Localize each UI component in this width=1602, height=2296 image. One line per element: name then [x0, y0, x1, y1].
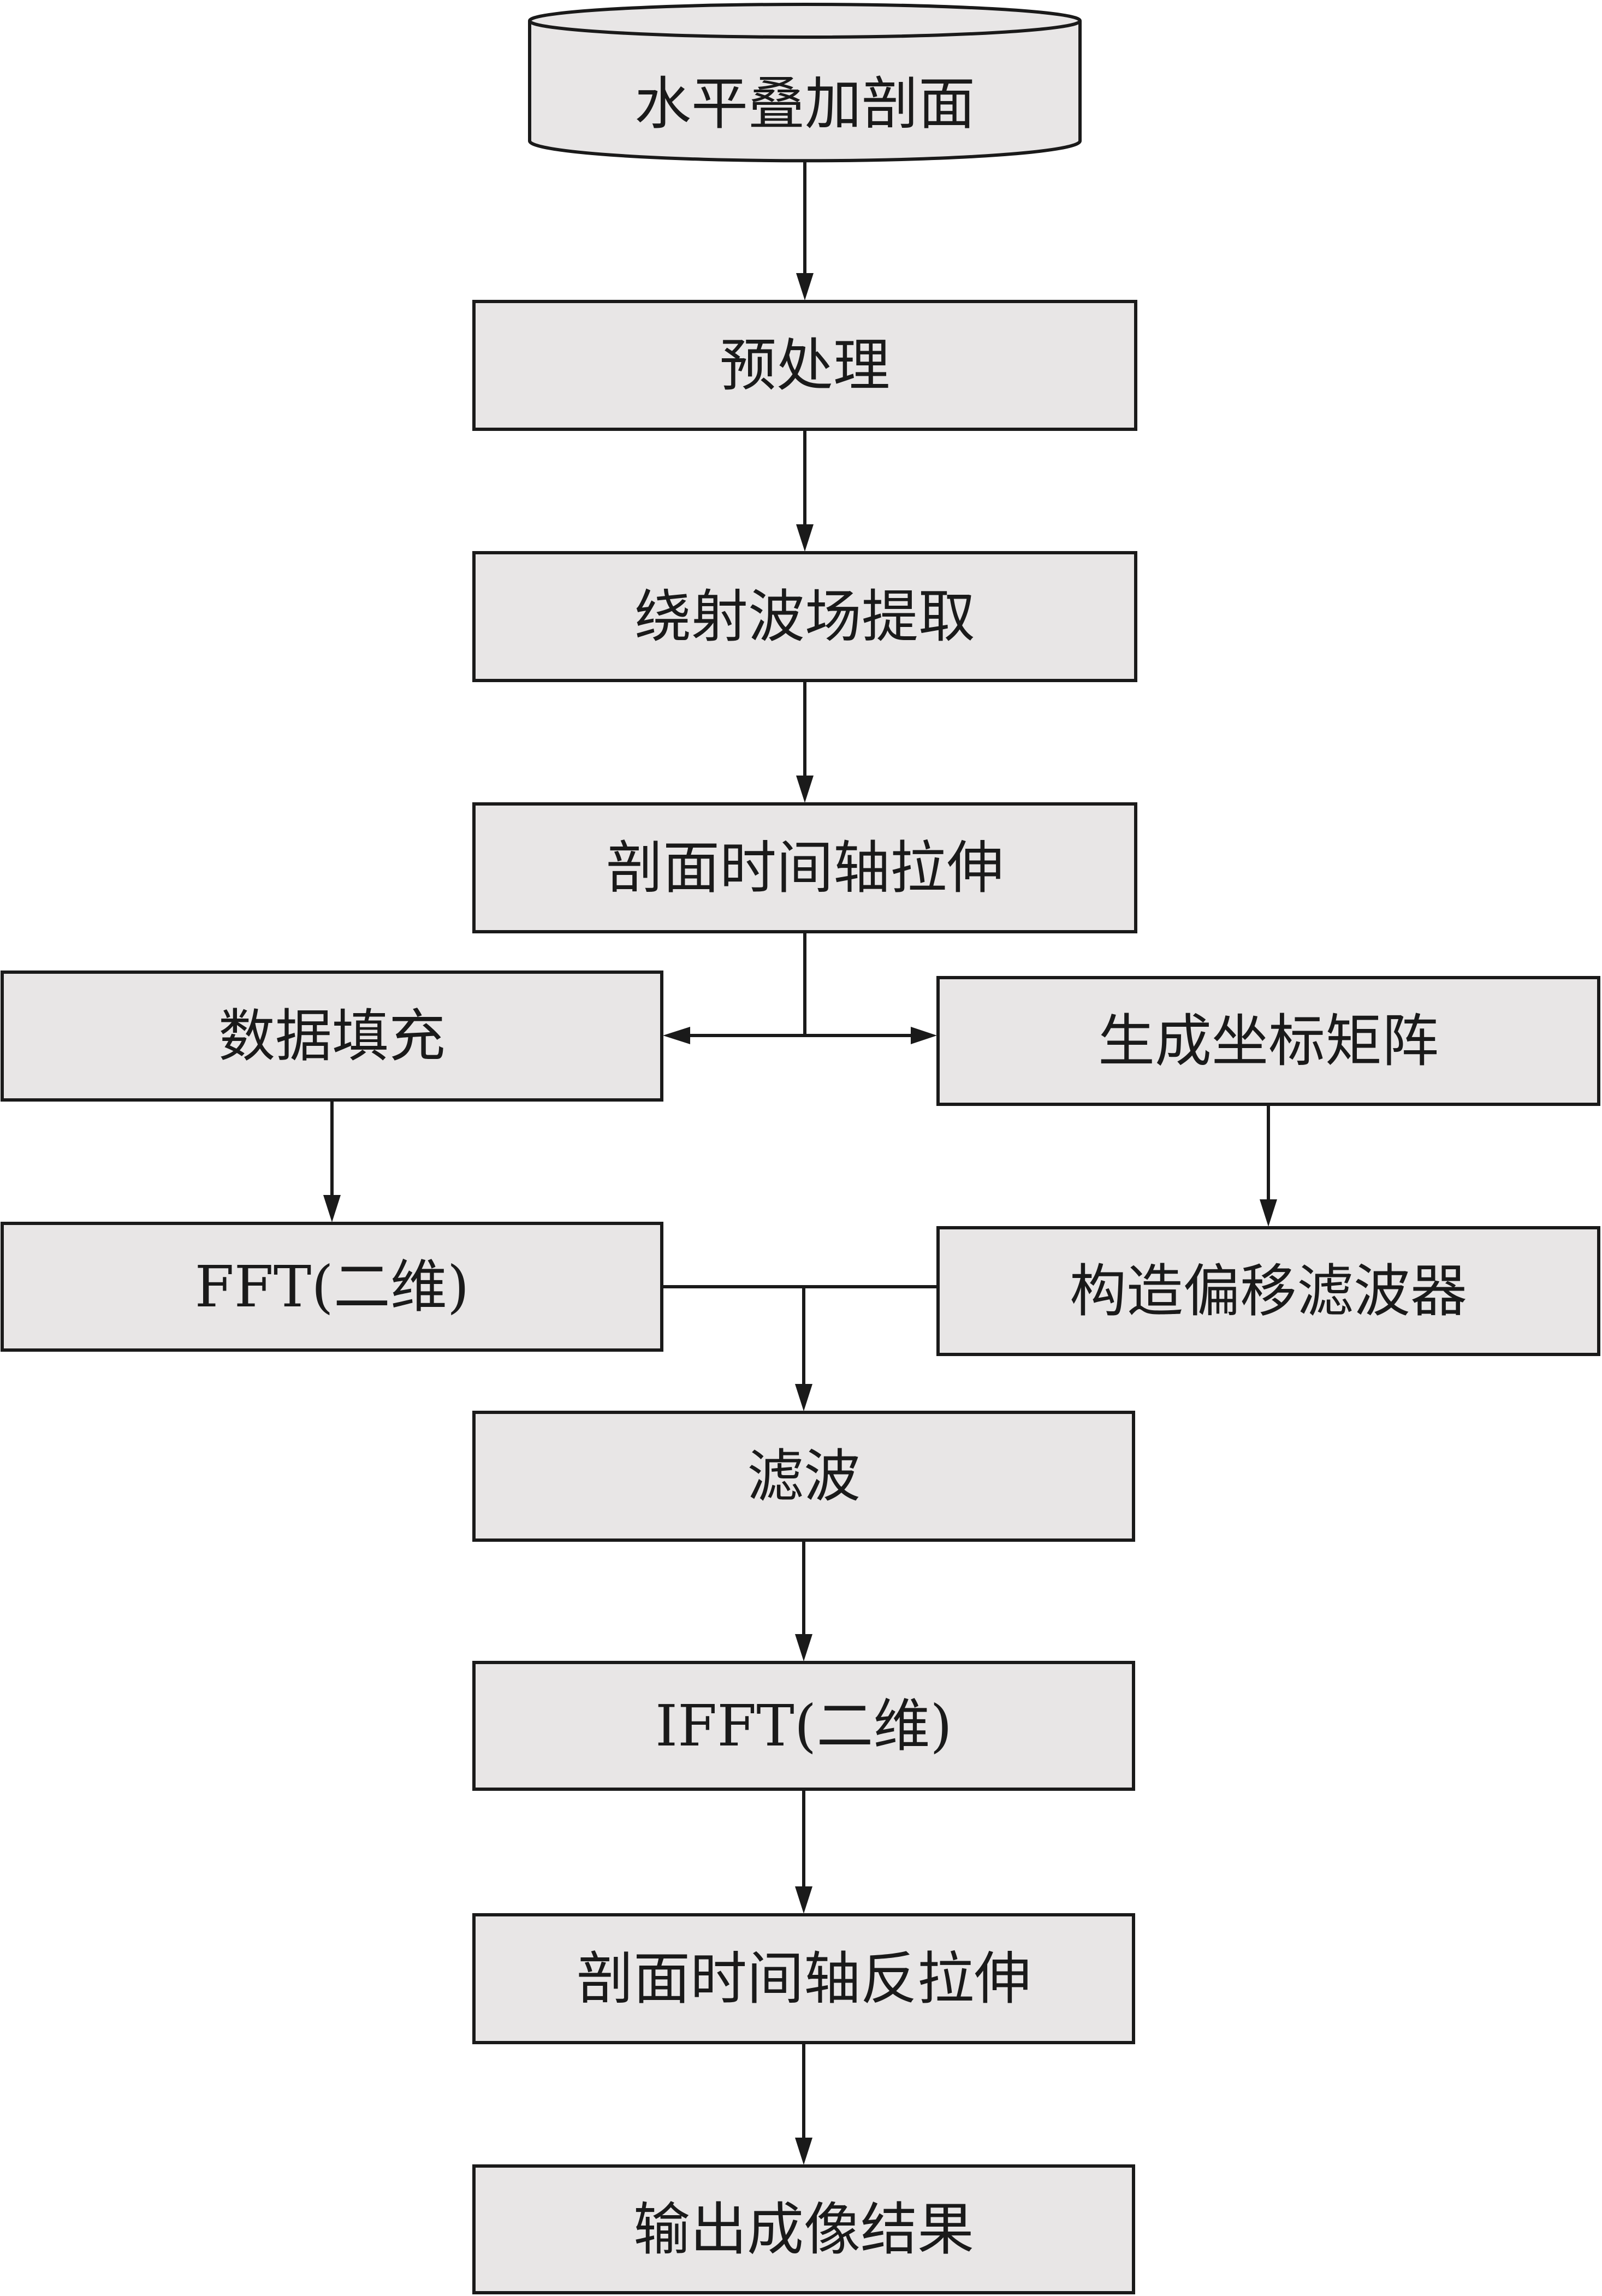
node-label-inverse-stretch: 剖面时间轴反拉伸: [577, 1945, 1031, 2012]
node-label-data-padding: 数据填充: [218, 1003, 446, 1069]
arrowhead: [795, 1634, 812, 1661]
arrowhead: [795, 1384, 812, 1411]
node-fft-2d: FFT(二维): [1, 1222, 663, 1352]
cylinder-shape: [528, 21, 1082, 163]
node-label-diffraction-extraction: 绕射波场提取: [634, 583, 975, 650]
node-filtering: 滤波: [472, 1411, 1135, 1542]
node-label-preprocessing: 预处理: [720, 332, 890, 399]
connectors: [323, 162, 1277, 2165]
node-stacked-section: 水平叠加剖面: [528, 3, 1082, 163]
node-label-stacked-section: 水平叠加剖面: [634, 70, 975, 137]
node-coordinate-matrix: 生成坐标矩阵: [936, 976, 1600, 1106]
node-label-output-result: 输出成像结果: [633, 2196, 974, 2263]
node-diffraction-extraction: 绕射波场提取: [472, 551, 1137, 682]
node-label-coordinate-matrix: 生成坐标矩阵: [1098, 1008, 1439, 1074]
node-label-filtering: 滤波: [747, 1443, 861, 1510]
cylinder-top: [528, 3, 1082, 39]
arrowhead-left: [663, 1027, 690, 1044]
arrowhead: [795, 1886, 812, 1914]
node-label-migration-filter: 构造偏移滤波器: [1070, 1258, 1467, 1324]
arrowhead-right: [911, 1027, 937, 1044]
arrowhead: [796, 776, 814, 803]
node-ifft-2d: IFFT(二维): [472, 1661, 1135, 1791]
arrowhead: [795, 2138, 812, 2165]
arrowhead: [796, 273, 814, 300]
node-label-ifft-2d: IFFT(二维): [655, 1693, 952, 1759]
node-output-result: 输出成像结果: [472, 2164, 1135, 2294]
arrowhead: [323, 1195, 341, 1222]
node-inverse-stretch: 剖面时间轴反拉伸: [472, 1913, 1135, 2044]
node-preprocessing: 预处理: [472, 300, 1137, 431]
arrowhead: [1260, 1199, 1277, 1227]
arrowhead: [796, 524, 814, 552]
node-label-fft-2d: FFT(二维): [195, 1253, 470, 1320]
node-data-padding: 数据填充: [1, 971, 663, 1102]
node-migration-filter: 构造偏移滤波器: [936, 1226, 1600, 1356]
node-label-time-axis-stretch: 剖面时间轴拉伸: [606, 835, 1004, 901]
node-time-axis-stretch: 剖面时间轴拉伸: [472, 802, 1137, 933]
